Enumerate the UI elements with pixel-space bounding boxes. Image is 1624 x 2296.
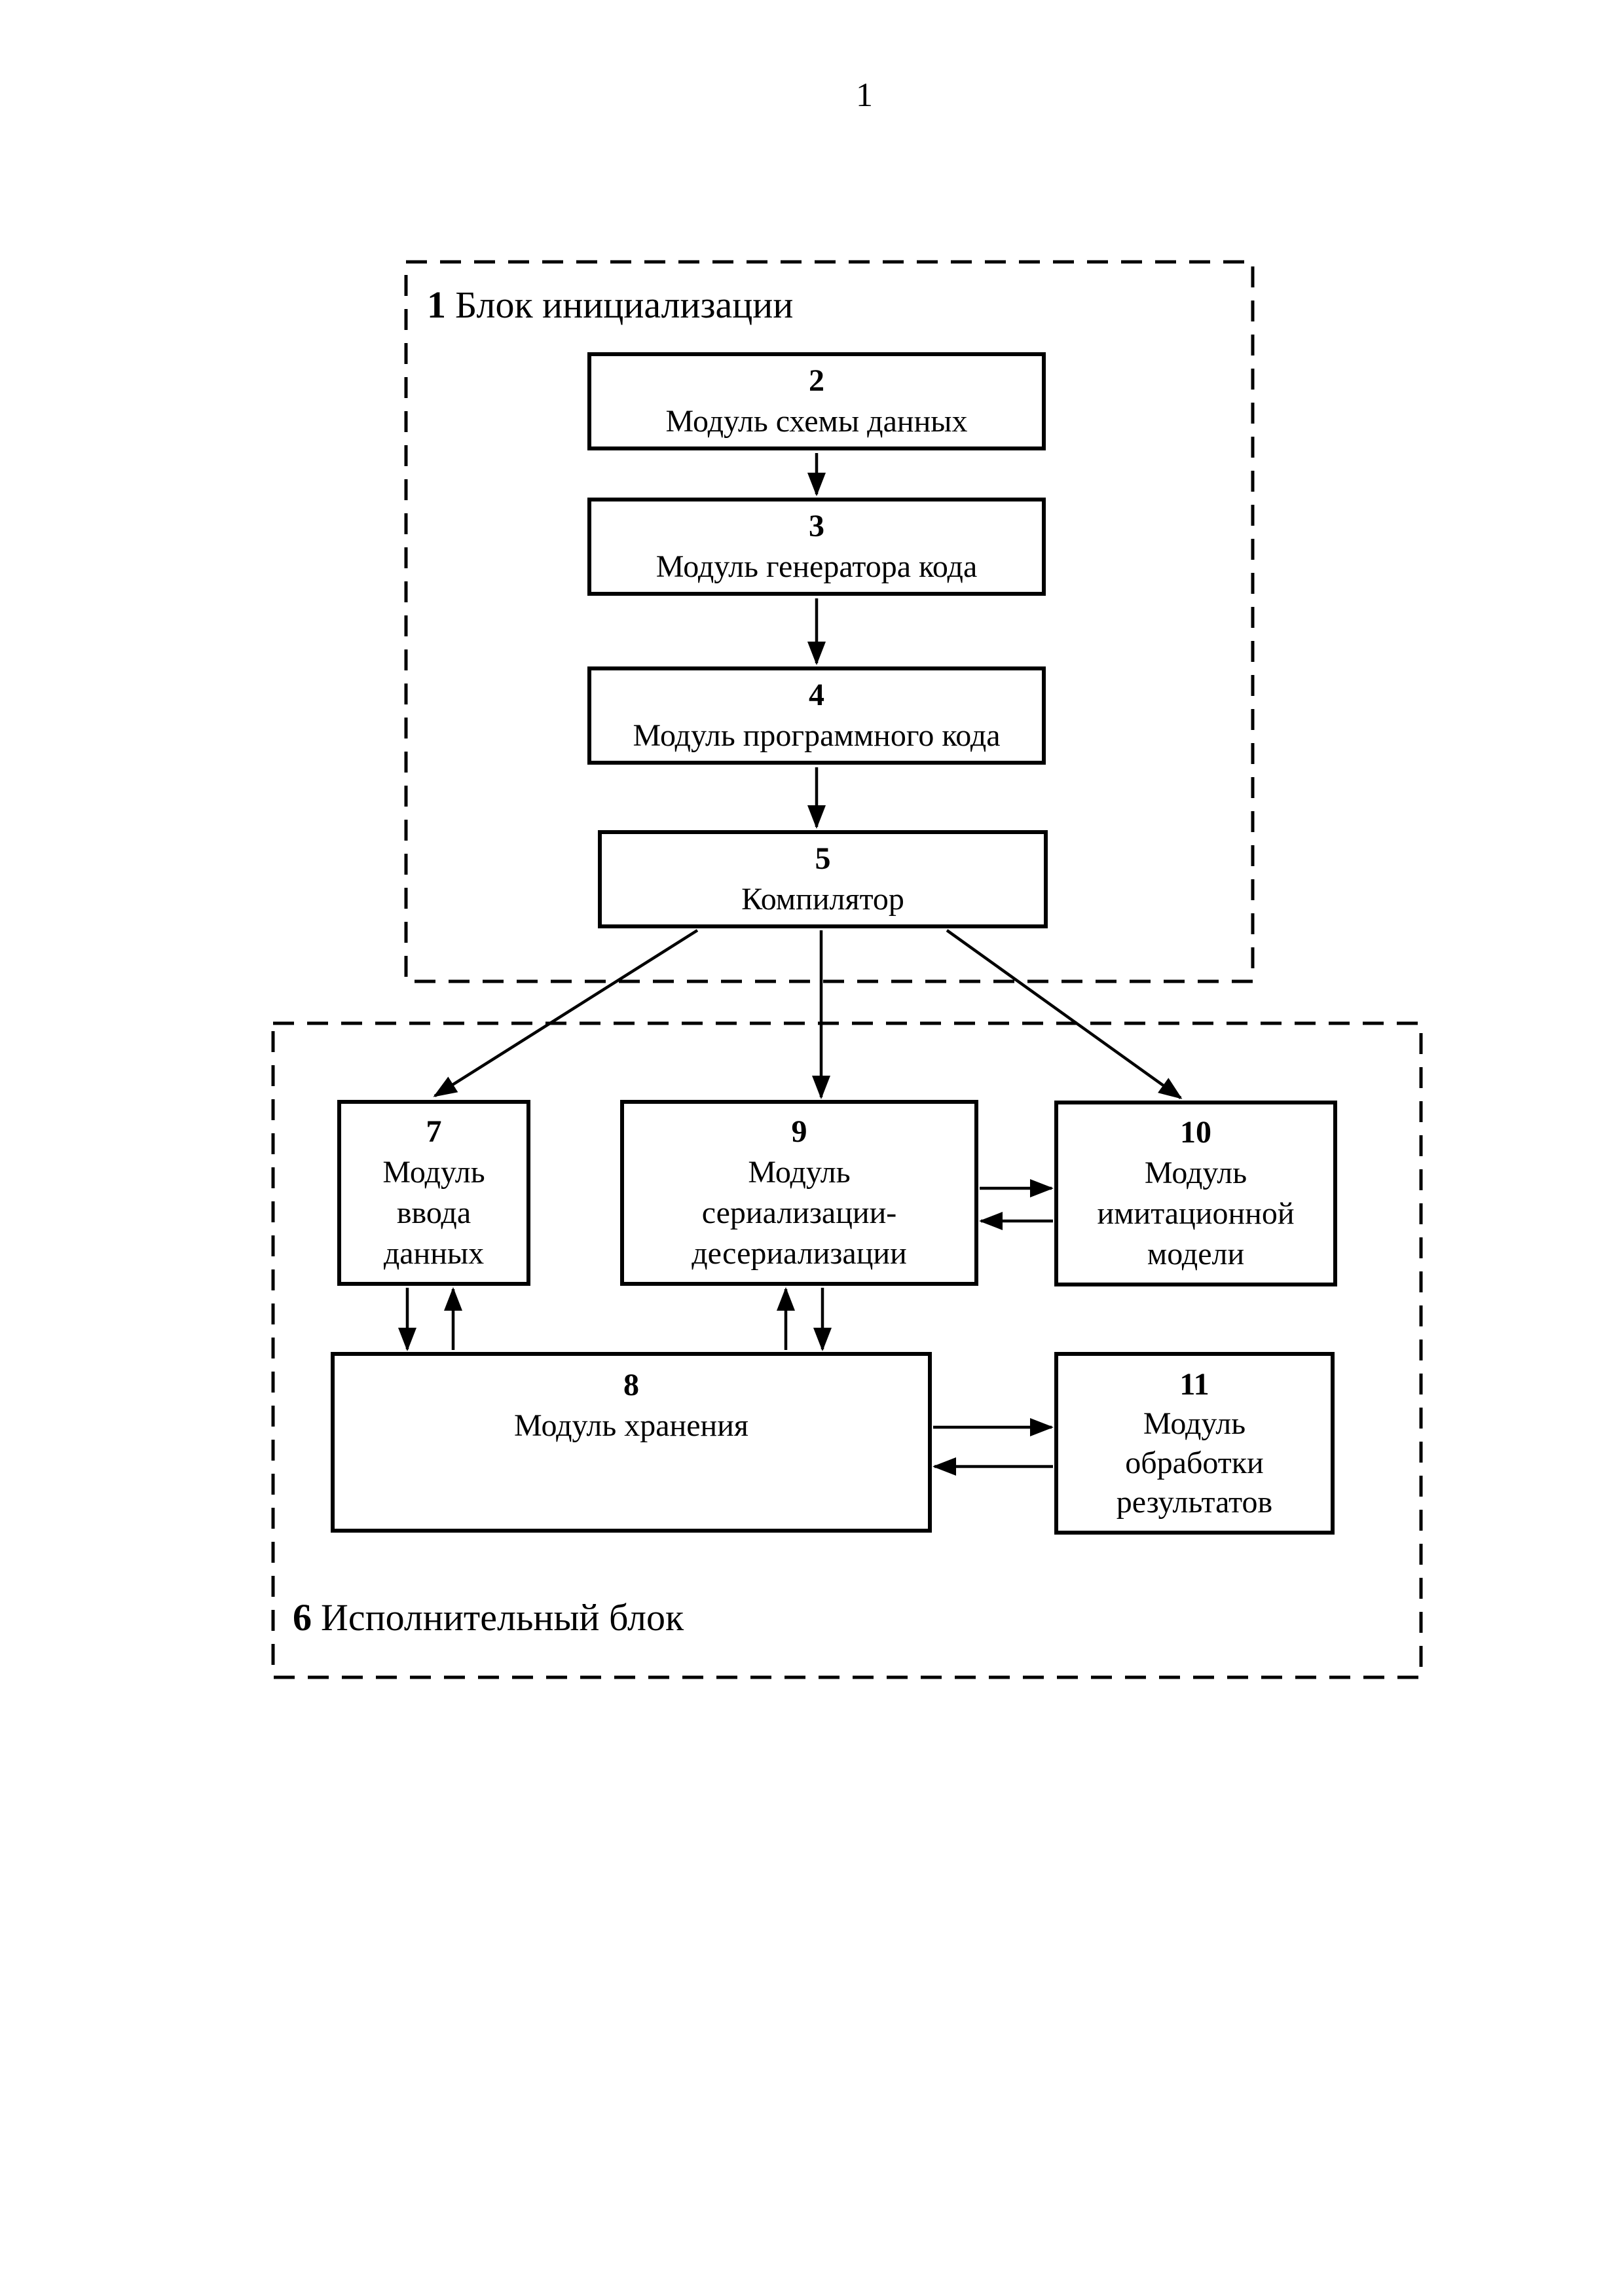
box-3-code-generator-module: 3 Модуль генератора кода xyxy=(587,498,1046,596)
box-8-number: 8 xyxy=(623,1368,639,1402)
box-8-label: Модуль хранения xyxy=(513,1408,748,1443)
init-block-number: 1 xyxy=(427,283,446,326)
box-9-label: Модуль сериализации- десериализации xyxy=(692,1155,907,1271)
box-2-data-schema-module: 2 Модуль схемы данных xyxy=(587,352,1046,450)
box-10-label: Модуль имитационной модели xyxy=(1097,1156,1295,1271)
box-5-number: 5 xyxy=(815,841,831,876)
exec-block-title: Исполнительный блок xyxy=(321,1596,684,1639)
box-8-storage-module: 8 Модуль хранения xyxy=(331,1352,932,1533)
box-9-serialization-deserialization-module: 9 Модуль сериализации- десериализации xyxy=(620,1100,978,1286)
box-4-program-code-module: 4 Модуль программного кода xyxy=(587,666,1046,765)
box-9-number: 9 xyxy=(791,1114,807,1149)
box-11-results-processing-module: 11 Модуль обработки результатов xyxy=(1054,1352,1335,1535)
exec-block-number: 6 xyxy=(293,1596,312,1639)
box-3-number: 3 xyxy=(809,509,824,543)
box-5-compiler: 5 Компилятор xyxy=(598,830,1048,928)
box-7-label: Модуль ввода данных xyxy=(382,1155,485,1271)
box-2-number: 2 xyxy=(809,363,824,398)
page-number: 1 xyxy=(856,77,873,114)
arrow-5-to-10 xyxy=(946,929,1183,1099)
box-7-data-input-module: 7 Модуль ввода данных xyxy=(337,1100,530,1286)
box-4-number: 4 xyxy=(809,678,824,712)
init-block-title: Блок инициализации xyxy=(455,283,794,326)
box-2-label: Модуль схемы данных xyxy=(665,404,968,439)
box-5-label: Компилятор xyxy=(741,882,904,917)
box-3-label: Модуль генератора кода xyxy=(655,549,978,584)
box-10-simulation-model-module: 10 Модуль имитационной модели xyxy=(1054,1101,1337,1286)
box-11-number: 11 xyxy=(1179,1366,1209,1402)
arrow-5-to-7 xyxy=(433,929,699,1097)
box-7-number: 7 xyxy=(426,1114,442,1149)
box-11-label: Модуль обработки результатов xyxy=(1116,1406,1273,1520)
box-4-label: Модуль программного кода xyxy=(633,718,1001,753)
box-10-number: 10 xyxy=(1180,1115,1211,1150)
